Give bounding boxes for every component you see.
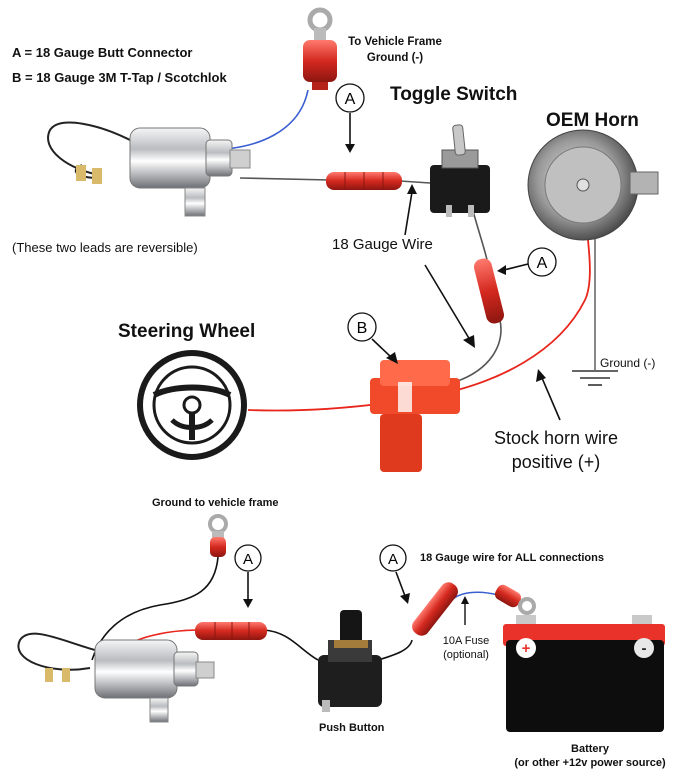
fuse-label: 10A Fuse (optional) (440, 634, 492, 662)
push-button-label: Push Button (319, 722, 385, 734)
svg-text:B: B (357, 320, 368, 337)
frame-ground-line1: To Vehicle Frame (348, 36, 442, 48)
air-solenoid-bottom (17, 632, 215, 723)
marker-a-bottom-left: A (234, 544, 262, 608)
air-solenoid-top (47, 121, 251, 217)
oem-horn-title: OEM Horn (546, 110, 639, 131)
gauge-all-label: 18 Gauge wire for ALL connections (420, 552, 604, 564)
butt-connector-top (326, 172, 402, 190)
frame-ground-label: To Vehicle Frame Ground (-) (340, 34, 450, 66)
gauge-wire-arrows (404, 184, 475, 348)
stock-wire-arrow (536, 369, 561, 421)
battery-line1: Battery (571, 743, 609, 755)
ring-terminal-top (303, 7, 337, 90)
ground-symbol (572, 370, 618, 386)
legend-a: A = 18 Gauge Butt Connector (12, 45, 193, 60)
steering-wheel-title: Steering Wheel (118, 321, 256, 342)
svg-text:+: + (522, 640, 531, 657)
ring-terminal-bottom (208, 514, 228, 557)
stock-wire-line2: positive (+) (511, 452, 601, 472)
marker-b: B (347, 312, 398, 364)
scotchlok-t-tap (370, 360, 460, 472)
stock-wire-label: Stock horn wire positive (+) (476, 426, 636, 474)
butt-connector-fuse (412, 582, 458, 636)
svg-text:A: A (345, 91, 356, 108)
frame-ground-line2: Ground (-) (366, 52, 424, 64)
battery-ring-terminal (494, 584, 536, 615)
bottom-button-wire (263, 629, 413, 661)
stock-wire-line1: Stock horn wire (493, 428, 619, 448)
push-button-switch (318, 610, 382, 712)
legend-b: B = 18 Gauge 3M T-Tap / Scotchlok (12, 70, 227, 85)
fuse-line2: (optional) (443, 649, 489, 661)
oem-horn (527, 129, 659, 241)
battery: + - (503, 615, 665, 732)
ground-to-frame-label: Ground to vehicle frame (152, 497, 279, 509)
bottom-ground-wire (91, 556, 219, 661)
fuse-line1: 10A Fuse (442, 635, 490, 647)
battery-label: Battery (or other +12v power source) (500, 742, 680, 770)
svg-text:A: A (388, 551, 398, 568)
steering-wheel-icon (137, 350, 247, 460)
marker-a-right: A (497, 247, 557, 277)
marker-a-bottom-right: A (379, 544, 410, 604)
svg-text:A: A (243, 551, 253, 568)
toggle-switch-title: Toggle Switch (390, 84, 518, 105)
fuse-arrow (461, 596, 469, 625)
svg-text:-: - (642, 640, 647, 657)
reversible-note: (These two leads are reversible) (12, 240, 198, 255)
fuse-wire (451, 591, 499, 601)
svg-text:A: A (537, 255, 548, 272)
ground-label: Ground (-) (600, 356, 656, 370)
marker-a-top: A (335, 83, 365, 153)
butt-connector-bottom (195, 622, 267, 640)
battery-line2: (or other +12v power source) (514, 757, 666, 769)
butt-connector-right (473, 258, 505, 324)
toggle-switch (430, 124, 490, 217)
gauge-wire-label: 18 Gauge Wire (332, 236, 433, 253)
stock-horn-wire (247, 239, 591, 412)
